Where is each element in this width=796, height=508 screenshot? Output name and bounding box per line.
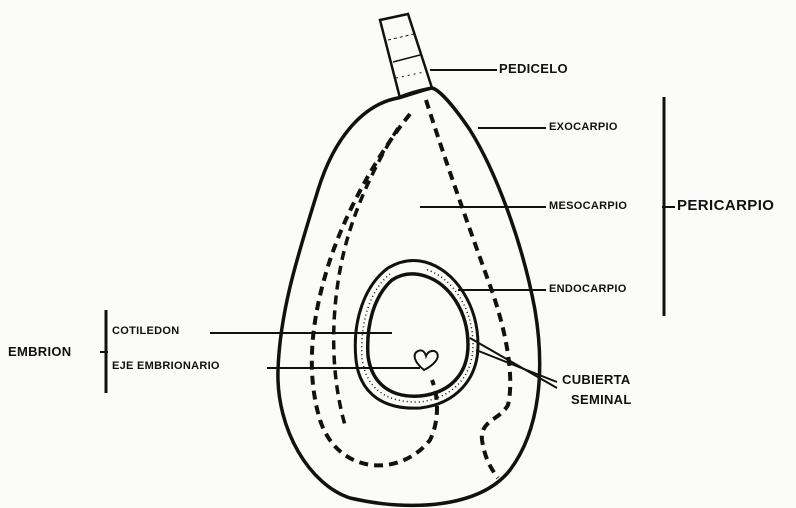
label-cotiledon: COTILEDON <box>112 326 179 337</box>
pedicel <box>380 14 432 98</box>
mesocarp-dashed-inner <box>334 128 398 425</box>
label-embrion: EMBRION <box>8 345 72 358</box>
endocarp-outer <box>355 260 478 408</box>
label-seminal: SEMINAL <box>571 393 632 406</box>
label-mesocarpio: MESOCARPIO <box>549 201 627 212</box>
leader-lines <box>100 70 675 388</box>
label-endocarpio: ENDOCARPIO <box>549 284 627 295</box>
label-pericarpio: PERICARPIO <box>677 198 774 213</box>
seed-coat-inner <box>368 274 468 396</box>
label-cubierta: CUBIERTA <box>562 373 631 386</box>
exocarp-outline <box>278 88 540 505</box>
label-pedicelo: PEDICELO <box>499 62 568 75</box>
label-exocarpio: EXOCARPIO <box>549 122 618 133</box>
label-eje-embrionario: EJE EMBRIONARIO <box>112 361 220 372</box>
